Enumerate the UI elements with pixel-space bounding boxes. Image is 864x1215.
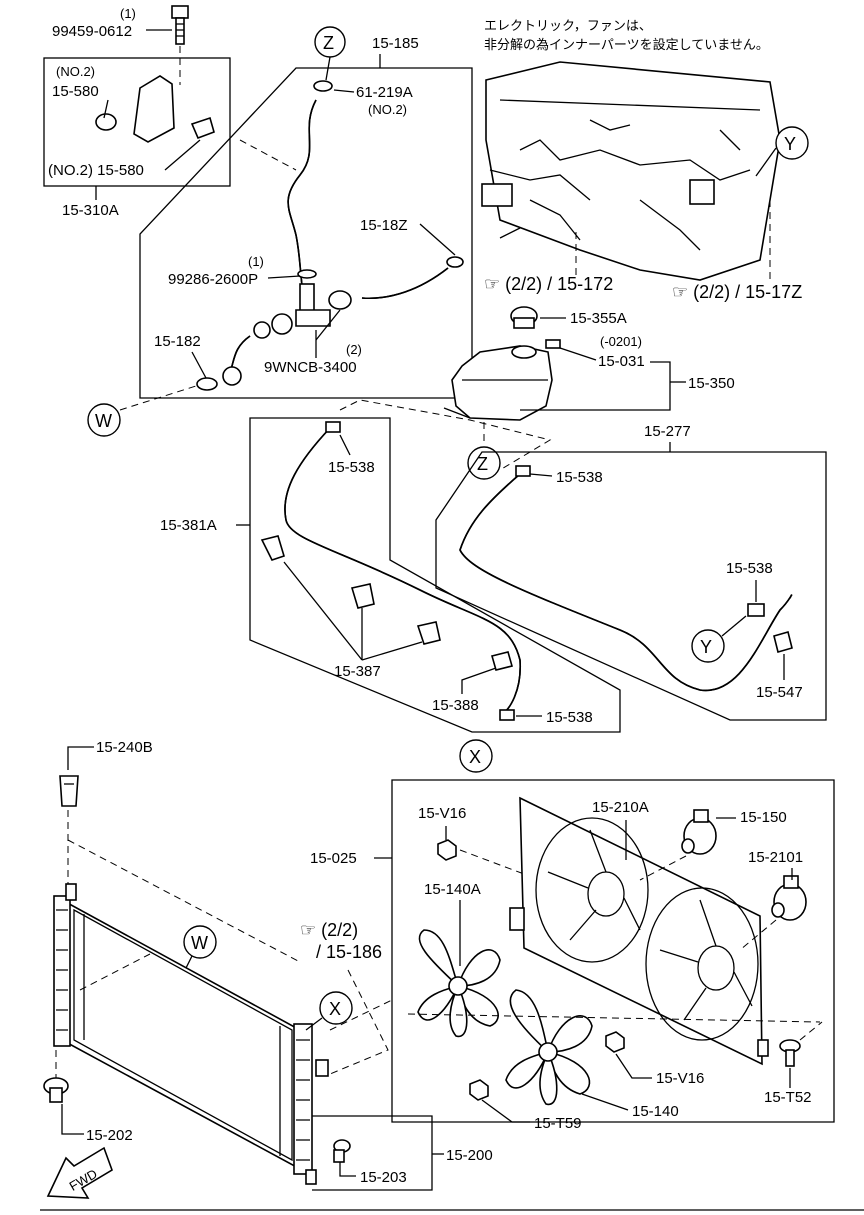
label-15-2101: 15-2101 — [748, 849, 803, 866]
ref-15-186-b: / 15-186 — [316, 942, 382, 962]
bolt-99459 — [171, 5, 189, 45]
label-15-538-d: 15-538 — [726, 560, 773, 577]
bracket-15-580 — [95, 75, 215, 171]
label-9WNCB-3400: 9WNCB-3400 — [264, 359, 357, 376]
label-15-381A: 15-381A — [160, 517, 217, 534]
label-15-538-a: 15-538 — [328, 459, 375, 476]
label-15-580-a: 15-580 — [52, 83, 99, 100]
hose-upper — [287, 80, 333, 286]
drain-plug-15-202 — [43, 1077, 69, 1103]
group-box-15-310A — [43, 57, 231, 187]
note-line-2: 非分解の為インナーパーツを設定していません。 — [484, 37, 769, 53]
nut-15-V16-a — [437, 839, 457, 861]
label-15-355A: 15-355A — [570, 310, 627, 327]
callout-x-rad — [319, 991, 353, 1025]
bolt-15-203 — [333, 1139, 351, 1163]
screw-15-T52 — [779, 1039, 801, 1067]
label-99459: 99459-0612 — [52, 23, 132, 40]
nut-15-V16-b — [605, 1031, 625, 1053]
label-15-538-b: 15-538 — [546, 709, 593, 726]
nut-15-T59 — [469, 1079, 489, 1101]
label-15-240B: 15-240B — [96, 739, 153, 756]
label-15-310A: 15-310A — [62, 202, 119, 219]
callout-x-rad-label: X — [329, 999, 341, 1019]
callout-w-top-label: W — [95, 411, 112, 431]
label-15-547: 15-547 — [756, 684, 803, 701]
label-15-031-note: (-0201) — [600, 334, 642, 349]
label-15-V16-a: 15-V16 — [418, 805, 466, 822]
hose-15-277 — [459, 465, 793, 692]
ref-15-17Z: ☞ (2/2) / 15-17Z — [672, 282, 802, 302]
group-box-15-381A — [249, 417, 621, 733]
callout-y-mid-label: Y — [700, 637, 712, 657]
reservoir-15-350 — [443, 306, 561, 421]
hose-15-182 — [196, 335, 251, 391]
group-box-15-185 — [139, 67, 473, 399]
label-61-219A-note: (NO.2) — [368, 102, 407, 117]
label-15-V16-b: 15-V16 — [656, 1070, 704, 1087]
callout-x-mid-label: X — [469, 747, 481, 767]
radiator-15-200 — [53, 883, 329, 1185]
callout-w-top — [87, 403, 121, 437]
label-15-200: 15-200 — [446, 1147, 493, 1164]
label-15-140A: 15-140A — [424, 881, 481, 898]
label-15-18Z: 15-18Z — [360, 217, 408, 234]
hose-15-18Z — [361, 256, 464, 300]
motor-15-2101 — [771, 875, 807, 921]
shroud-15-210A — [509, 796, 769, 1066]
fan-15-140A — [417, 929, 501, 1037]
ref-15-172: ☞ (2/2) / 15-172 — [484, 274, 613, 294]
callout-w-rad-label: W — [191, 933, 208, 953]
callout-y-top — [775, 126, 809, 160]
engine-block — [481, 61, 781, 281]
callout-w-rad — [183, 925, 217, 959]
callout-z-mid — [467, 446, 501, 480]
label-15-203: 15-203 — [360, 1169, 407, 1186]
label-15-387: 15-387 — [334, 663, 381, 680]
label-15-580-note: (NO.2) — [56, 64, 95, 79]
label-99459-qty: (1) — [120, 6, 136, 21]
label-15-185: 15-185 — [372, 35, 419, 52]
note-line-1: エレクトリック，ファンは、 — [484, 19, 652, 34]
label-99286: 99286-2600P — [168, 271, 258, 288]
label-15-202: 15-202 — [86, 1127, 133, 1144]
callout-y-top-label: Y — [784, 134, 796, 154]
label-15-277: 15-277 — [644, 423, 691, 440]
label-15-580-b: (NO.2) 15-580 — [48, 162, 144, 179]
callout-y-mid — [691, 629, 725, 663]
callout-z-mid-label: Z — [477, 454, 488, 474]
callout-z-top-label: Z — [323, 33, 334, 53]
label-15-025: 15-025 — [310, 850, 357, 867]
label-9WNCB-qty: (2) — [346, 342, 362, 357]
motor-15-150 — [681, 809, 717, 855]
label-15-388: 15-388 — [432, 697, 479, 714]
label-15-T52: 15-T52 — [764, 1089, 812, 1106]
clip-15-240B — [59, 775, 79, 807]
group-box-15-025 — [391, 779, 835, 1123]
label-15-031: 15-031 — [598, 353, 645, 370]
label-61-219A: 61-219A — [356, 84, 413, 101]
label-15-150: 15-150 — [740, 809, 787, 826]
fan-15-140 — [505, 989, 593, 1105]
label-15-350: 15-350 — [688, 375, 735, 392]
group-box-15-277 — [435, 451, 827, 721]
callout-x-mid — [459, 739, 493, 773]
label-15-140: 15-140 — [632, 1103, 679, 1120]
ref-15-186-a: ☞ (2/2) — [300, 920, 358, 940]
label-15-182: 15-182 — [154, 333, 201, 350]
label-15-538-c: 15-538 — [556, 469, 603, 486]
label-15-210A: 15-210A — [592, 799, 649, 816]
label-99286-qty: (1) — [248, 254, 264, 269]
fwd-arrow: FWD — [46, 1146, 113, 1199]
joint-99286 — [253, 283, 352, 339]
label-15-T59: 15-T59 — [534, 1115, 582, 1132]
hose-15-381A — [260, 421, 521, 721]
